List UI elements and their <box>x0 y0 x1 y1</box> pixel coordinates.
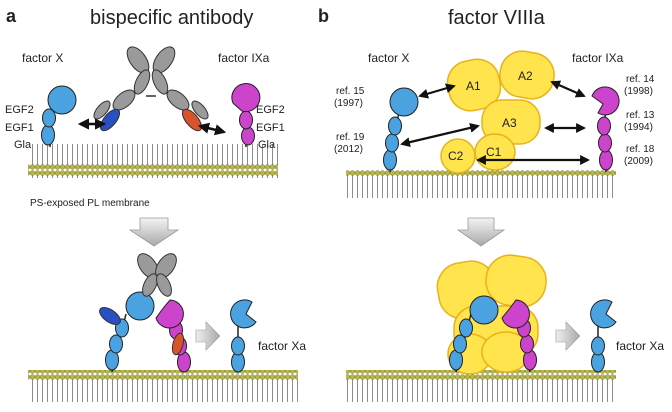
panel-b-letter: b <box>318 6 329 26</box>
ref-13-year: (1994) <box>624 122 653 133</box>
interaction-arrow-ref19 <box>400 123 480 147</box>
factor-ixa-a <box>231 83 261 148</box>
factor-xa-label-b: factor Xa <box>616 339 664 353</box>
factor-ixa-label-a: factor IXa <box>218 51 270 65</box>
membrane-a-top <box>28 144 278 178</box>
domain-label-c2: C2 <box>448 149 464 163</box>
factor-x-a <box>41 85 77 148</box>
factor-x-label-a: factor X <box>22 51 63 65</box>
interaction-arrow-ref15 <box>418 83 456 99</box>
factor-x-b <box>383 87 419 173</box>
ref-13-label: ref. 13 <box>626 110 655 121</box>
right-arrow-b <box>555 321 581 351</box>
complex-b <box>436 254 547 375</box>
domain-label-gla-left: Gla <box>14 139 32 151</box>
factor-xa-b <box>590 299 617 373</box>
ref-19-label: ref. 19 <box>336 132 365 143</box>
panel-b-title: factor VIIIa <box>448 7 546 29</box>
membrane-label: PS-exposed PL membrane <box>30 198 150 209</box>
domain-label-c1: C1 <box>486 145 502 159</box>
domain-label-egf2-left: EGF2 <box>5 104 34 116</box>
ref-14-year: (1998) <box>624 86 653 97</box>
panel-a-title: bispecific antibody <box>90 7 253 29</box>
factor-x-label-b: factor X <box>368 51 409 65</box>
right-arrow-a <box>195 321 221 351</box>
factor-xa-label-a: factor Xa <box>258 339 306 353</box>
ref-18-year: (2009) <box>624 156 653 167</box>
domain-label-a3: A3 <box>502 116 517 130</box>
bispecific-antibody-a <box>93 46 209 132</box>
domain-label-egf1-right: EGF1 <box>256 122 285 134</box>
ref-15-year: (1997) <box>334 98 363 109</box>
panel-a-letter: a <box>6 6 17 26</box>
ref-18-label: ref. 18 <box>626 144 655 155</box>
binding-arrow-right-a <box>197 122 227 136</box>
factor-ixa-b <box>591 86 620 173</box>
domain-label-egf2-right: EGF2 <box>256 104 285 116</box>
membrane-a-bottom <box>28 370 298 402</box>
down-arrow-a <box>128 217 180 247</box>
domain-label-a1: A1 <box>466 79 481 93</box>
membrane-b-bottom <box>346 370 616 402</box>
ref-14-label: ref. 14 <box>626 74 655 85</box>
domain-label-egf1-left: EGF1 <box>5 122 34 134</box>
down-arrow-b <box>456 217 506 247</box>
domain-label-gla-right: Gla <box>258 139 276 151</box>
interaction-arrow-ref14 <box>550 80 586 98</box>
ref-19-year: (2012) <box>334 144 363 155</box>
factor-ixa-label-b: factor IXa <box>572 51 624 65</box>
ref-15-label: ref. 15 <box>336 86 365 97</box>
factor-xa-a <box>230 299 257 373</box>
membrane-b-top <box>346 170 616 198</box>
complex-a <box>99 253 191 373</box>
domain-label-a2: A2 <box>518 69 533 83</box>
